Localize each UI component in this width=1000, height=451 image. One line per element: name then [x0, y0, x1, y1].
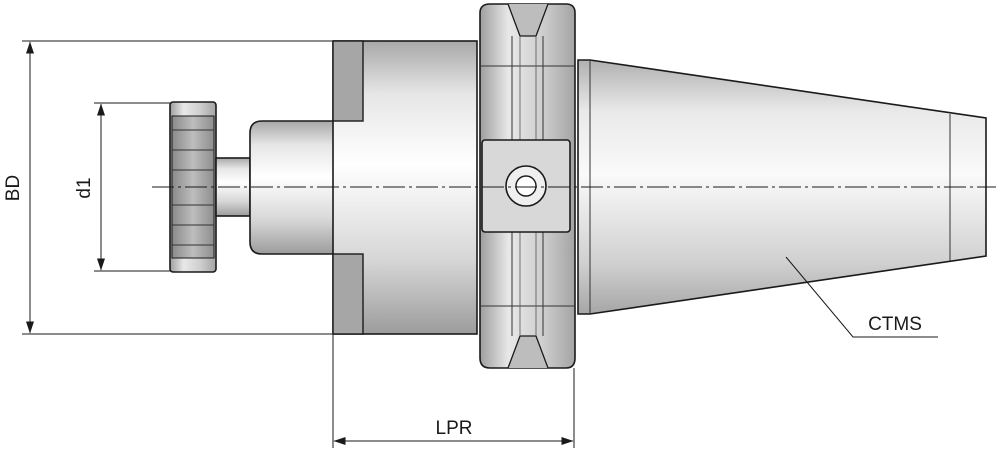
dimension-d1: d1	[74, 102, 170, 272]
flange	[479, 3, 576, 369]
dimension-bd: BD	[3, 40, 332, 335]
ctms-leader: CTMS	[785, 256, 938, 338]
bd-label: BD	[3, 175, 24, 201]
ctms-label: CTMS	[868, 314, 922, 335]
d1-label: d1	[74, 177, 95, 198]
lpr-label: LPR	[436, 418, 473, 439]
dimension-lpr: LPR	[332, 334, 575, 448]
